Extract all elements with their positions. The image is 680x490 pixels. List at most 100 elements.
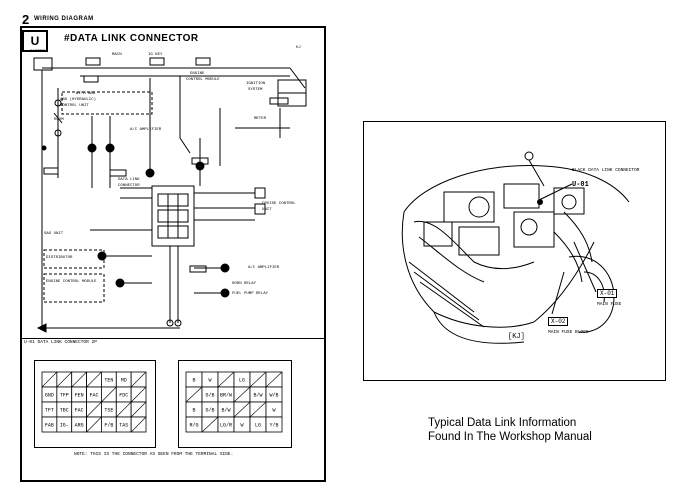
wiring-schematic: [33, 57, 307, 333]
label-control-unit: CONTROL UNIT: [60, 104, 89, 108]
section-letter-box: U: [22, 30, 48, 52]
connector-right-blank-slash: [233, 386, 251, 403]
connector-left-blank-slash: [86, 401, 102, 418]
connector-right-pin-label: W: [240, 423, 243, 429]
callout-x02: X-02: [548, 317, 569, 326]
connector-left-pin-label: GND: [45, 393, 54, 399]
label-connector: CONNECTOR: [118, 184, 140, 188]
callout-main-fuse: MAIN FUSE: [597, 302, 622, 307]
connector-left-pin-label: TSE: [104, 408, 113, 414]
label-sas-unit: SAS UNIT: [44, 232, 64, 236]
wiring-diagram-sheet: [20, 26, 326, 482]
connector-left-grid: TEN MD GND TFP FEN FAC FDC TFT TBC FAC TSE FAB IG- AR…: [41, 371, 147, 433]
callout-black-dlc: BLACK DATA LINK CONNECTOR: [572, 168, 640, 173]
connector-left-pin-label: FEN: [75, 393, 84, 399]
connector-footer-label: U-01 DATA LINK CONNECTOR 2P: [24, 340, 97, 345]
label-horn-relay: HORN RELAY: [232, 282, 257, 286]
callout-x01: X-01: [597, 289, 618, 298]
connector-right-pin-label: LG: [255, 423, 261, 429]
connector-right-pin-label: LG: [239, 378, 245, 384]
connector-left-blank-slash: [86, 371, 102, 388]
connector-note: NOTE: THIS IS THE CONNECTOR AS SEEN FROM…: [74, 452, 234, 457]
divider: [20, 338, 324, 339]
connector-left-blank-slash: [56, 371, 72, 388]
connector-left-pin-label: TBC: [60, 408, 69, 414]
connector-right-pin-label: B/W: [253, 393, 262, 399]
connector-right-pin-label: BR/W: [220, 393, 232, 399]
connector-right-blank-slash: [217, 371, 235, 388]
connector-right-pin-label: Y/B: [269, 423, 278, 429]
connector-right-pin-label: B: [192, 408, 195, 414]
label-ignition: IGNITION: [246, 82, 266, 86]
label-room: ROOM: [54, 118, 64, 122]
diagram-title: #DATA LINK CONNECTOR: [64, 33, 199, 44]
label-system: SYSTEM: [248, 88, 263, 92]
connector-left-pin-label: MD: [121, 378, 127, 384]
callout-main-fuse-block: MAIN FUSE BLOCK: [548, 330, 589, 335]
label-data-link: DATA LINK: [118, 178, 140, 182]
connector-right-pin-label: W/B: [269, 393, 278, 399]
connector-right-cell: [265, 416, 283, 433]
connector-left-blank-slash: [130, 371, 147, 388]
connector-left-blank-slash: [116, 401, 132, 418]
connector-left-blank-slash: [130, 401, 147, 418]
connector-left-pin-label: TFT: [45, 408, 54, 414]
connector-right-blank-slash: [201, 416, 219, 433]
connector-left-blank-slash: [130, 416, 147, 433]
label-distributor: DISTRIBUTOR: [46, 256, 73, 260]
connector-right-pin-label: B/W: [221, 408, 230, 414]
connector-right-pin-label: R/G: [189, 423, 198, 429]
connector-left-pin-label: TFP: [60, 393, 69, 399]
connector-right-pin-label: W: [272, 408, 275, 414]
connector-left-pin-label: ARG: [75, 423, 84, 429]
label-ac-amplifier: A/C AMPLIFIER: [130, 128, 162, 132]
connector-left-pin-label: FAC: [89, 393, 98, 399]
connector-left-pin-label: TAS: [119, 423, 128, 429]
engine-bay-illustration: [363, 121, 666, 381]
connector-right-grid: B W LG G/B BR/W B/W W/B B G/B B/W W R/G LG/R W LG Y/B: [185, 371, 283, 433]
connector-right-blank-slash: [185, 386, 203, 403]
label-control-module: CONTROL MODULE: [186, 78, 220, 82]
label-ac-amp-section: A/C AMPLIFIER: [248, 266, 280, 270]
connector-right-blank-slash: [249, 401, 267, 418]
caption-line1: Typical Data Link Information: [428, 417, 577, 429]
model-code: KJ: [296, 44, 301, 49]
label-battery: BATTERY: [30, 50, 47, 54]
kj-label: [KJ]: [508, 333, 525, 341]
label-meter: METER: [254, 117, 267, 121]
connector-left-pin-label: FDC: [119, 393, 128, 399]
connector-left-blank-slash: [71, 371, 87, 388]
connector-right-pin-label: W: [208, 378, 211, 384]
connector-left-frame: [34, 360, 156, 448]
connector-left-blank-slash: [101, 386, 117, 403]
connector-left-pin-label: FAB: [45, 423, 54, 429]
connector-left-blank-slash: [130, 386, 147, 403]
label-engine-control-module: ENGINE CONTROL MODULE: [46, 280, 97, 284]
connector-right-frame: [178, 360, 292, 448]
caption-line2: Found In The Workshop Manual: [428, 431, 592, 443]
label-fuel-pump-relay: FUEL PUMP RELAY: [232, 292, 269, 296]
caption: Typical Data Link Information Found In T…: [428, 416, 592, 444]
label-main: MAIN: [112, 53, 122, 57]
section-number: 2: [22, 12, 30, 27]
callout-u01: U-01: [572, 181, 589, 189]
connector-right-pin-label: G/B: [205, 408, 214, 414]
label-cruise-control: CRUISE CONTROL: [262, 202, 296, 206]
label-ig-key: IG KEY: [148, 53, 163, 57]
connector-left-pin-label: F/B: [104, 423, 113, 429]
connector-left-blank-slash: [41, 371, 58, 388]
label-engine: ENGINE: [190, 72, 205, 76]
connector-left-pin-label: IG-: [60, 423, 69, 429]
section-title: WIRING DIAGRAM: [34, 16, 94, 22]
connector-right-blank-slash: [233, 401, 251, 418]
connector-right-pin-label: B: [192, 378, 195, 384]
label-abs: ABS (HYDRAULIC): [60, 98, 97, 102]
connector-right-pin-label: LG/R: [220, 423, 232, 429]
connector-right-blank-slash: [265, 371, 283, 388]
connector-left-pin-label: FAC: [75, 408, 84, 414]
connector-left-blank-slash: [86, 416, 102, 433]
label-with-abs: WITH ABS: [76, 92, 96, 96]
connector-left-pin-label: TEN: [104, 378, 113, 384]
connector-right-pin-label: G/B: [205, 393, 214, 399]
connector-right-blank-slash: [249, 371, 267, 388]
